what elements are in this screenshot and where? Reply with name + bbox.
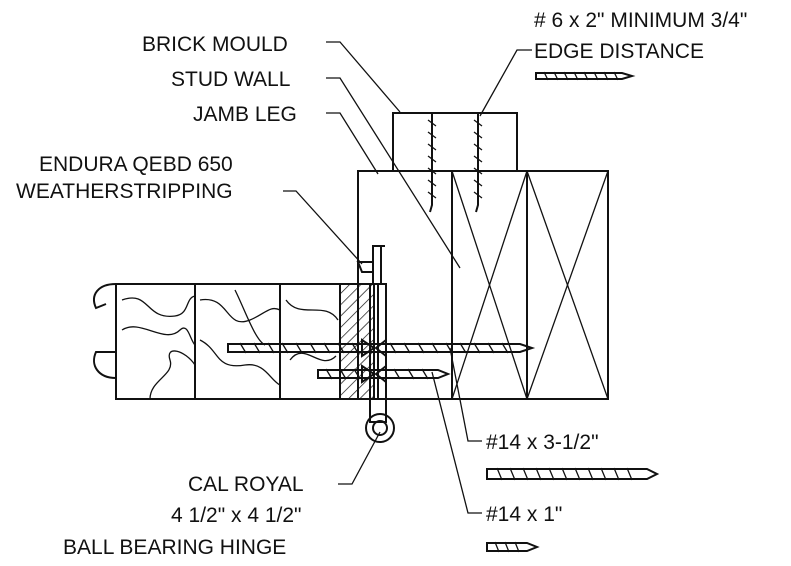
jamb-leg-leader — [326, 112, 379, 175]
nail-spec-label-line1: # 6 x 2" MINIMUM 3/4" — [534, 9, 747, 32]
brick-mould — [392, 112, 518, 172]
long-screw-symbol — [486, 467, 660, 481]
hinge-label-line3: BALL BEARING HINGE — [63, 536, 286, 559]
jamb-edge-hatch — [339, 283, 375, 400]
weatherstripping-label-line2: WEATHERSTRIPPING — [16, 180, 233, 203]
door-slab — [93, 283, 379, 400]
long-screw-leader — [449, 347, 482, 442]
hinge-label-line1: CAL ROYAL — [188, 473, 304, 496]
weatherstripping — [356, 245, 385, 285]
stud-wall-leader — [326, 77, 461, 269]
brick-mould-label: BRICK MOULD — [142, 33, 288, 56]
nail-spec-label-line2: EDGE DISTANCE — [534, 40, 704, 63]
nail-symbol — [535, 71, 636, 81]
short-screw-label: #14 x 1" — [486, 503, 562, 526]
jamb-leg-block — [357, 170, 609, 400]
leader-lines — [283, 41, 532, 514]
short-screw-leader — [431, 371, 482, 514]
stud-wall-label: STUD WALL — [171, 68, 290, 91]
short-screw-symbol — [486, 541, 540, 553]
short-screw — [317, 363, 451, 385]
hinge-leader — [338, 431, 381, 485]
brick-mould-nails — [427, 113, 483, 213]
weatherstripping-label-line1: ENDURA QEBD 650 — [39, 153, 233, 176]
long-screw — [227, 337, 536, 359]
nail-spec-leader — [479, 49, 532, 117]
weatherstripping-leader — [283, 190, 363, 265]
jamb-leg-label: JAMB LEG — [193, 103, 297, 126]
brick-mould-leader — [326, 41, 401, 113]
long-screw-label: #14 x 3-1/2" — [486, 431, 599, 454]
hinge-label-line2: 4 1/2" x 4 1/2" — [171, 504, 302, 527]
hinge — [365, 283, 395, 443]
stud-wall — [451, 170, 609, 400]
